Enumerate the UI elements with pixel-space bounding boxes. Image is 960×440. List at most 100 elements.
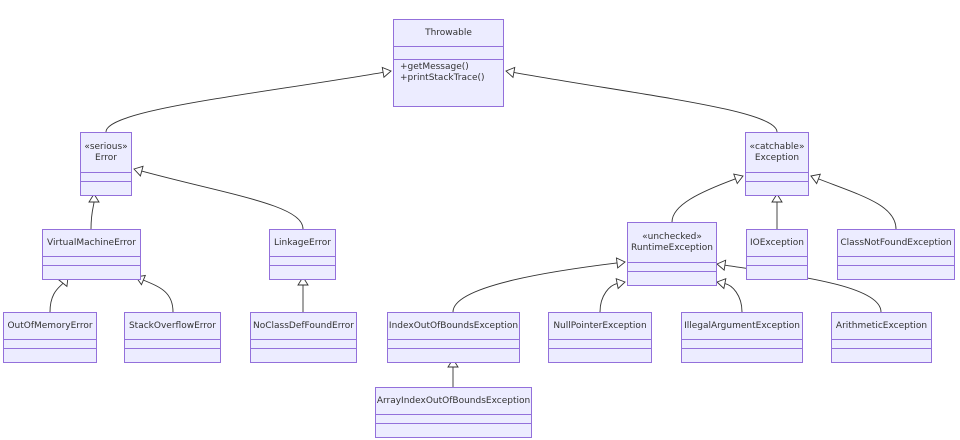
class-methods [270,266,335,279]
class-attributes [682,340,802,349]
edge-linkageerror-to-error [133,165,304,230]
class-virtualmachineerror[interactable]: VirtualMachineError [42,229,141,280]
inheritance-arrowhead [381,66,392,79]
class-name: IOException [749,237,805,248]
edge-line [724,283,743,313]
inheritance-arrowhead [615,257,626,269]
edge-line [599,283,618,313]
class-noclassdeffounderror[interactable]: NoClassDefFoundError [250,312,357,363]
edge-indexoutofboundsexception-to-runtimeexception [452,257,626,313]
class-name: RuntimeException [631,242,713,253]
class-attributes [628,263,716,272]
class-attributes [394,47,503,60]
class-stackoverflowerror[interactable]: StackOverflowError [124,312,221,363]
inheritance-arrowhead [716,277,727,290]
class-methods [376,424,531,437]
class-exception[interactable]: «catchable»Exception [745,132,809,196]
class-name: ArithmeticException [835,320,928,331]
class-name: Throwable [425,27,472,38]
class-attributes [747,257,807,266]
class-methods [628,272,716,285]
class-arithmeticexception[interactable]: ArithmeticException [831,312,932,363]
edge-line [818,178,897,230]
class-methods [746,182,808,195]
class-name: VirtualMachineError [46,237,137,248]
class-name: IllegalArgumentException [684,320,800,331]
class-name: ClassNotFoundException [840,237,952,248]
edge-arrayindexoutofboundsexception-to-indexoutofboundsexception [447,358,459,387]
class-error[interactable]: «serious»Error [80,132,132,196]
class-ioexception[interactable]: IOException [746,229,808,280]
inheritance-arrowhead [716,259,727,272]
class-name: ArrayIndexOutOfBoundsException [376,395,531,406]
class-name: NullPointerException [553,320,647,331]
class-methods [682,349,802,362]
class-attributes [549,340,651,349]
inheritance-arrowhead [505,66,516,79]
class-methods [838,266,954,279]
class-stereotype: «unchecked» [642,231,702,242]
class-attributes [125,340,220,349]
class-illegalargumentexception[interactable]: IllegalArgumentException [681,312,803,363]
edge-ioexception-to-exception [771,193,783,229]
class-outofmemoryerror[interactable]: OutOfMemoryError [3,312,97,363]
method-getmessage: +getMessage() [400,62,469,72]
class-name: Error [95,152,117,163]
inheritance-arrowhead [615,277,626,290]
edge-outofmemoryerror-to-virtualmachineerror [49,276,69,313]
edge-noclassdeffounderror-to-linkageerror [297,276,309,312]
class-methods: +getMessage() +printStackTrace() [394,60,503,106]
inheritance-arrowhead [88,193,100,203]
class-stereotype: «catchable» [749,141,805,152]
edge-stackoverflowerror-to-virtualmachineerror [135,274,174,313]
edge-runtimeexception-to-exception [671,173,744,223]
class-attributes [838,257,954,266]
edge-line [671,178,736,223]
edge-virtualmachineerror-to-error [88,193,100,230]
class-name: OutOfMemoryError [7,320,93,331]
class-attributes [388,340,519,349]
class-name: Exception [754,152,800,163]
class-throwable[interactable]: Throwable +getMessage() +printStackTrace… [393,19,504,107]
class-attributes [43,257,140,266]
inheritance-arrowhead [733,173,744,185]
class-attributes [376,415,531,424]
edge-line [105,71,384,133]
class-nullpointerexception[interactable]: NullPointerException [548,312,652,363]
edge-illegalargumentexception-to-runtimeexception [716,277,743,313]
class-classnotfoundexception[interactable]: ClassNotFoundException [837,229,955,280]
edge-line [49,282,64,313]
class-attributes [81,173,131,182]
edge-exception-to-throwable [505,66,778,133]
edge-line [143,279,174,313]
class-methods [549,349,651,362]
class-methods [81,182,131,195]
class-methods [832,349,931,362]
class-name: IndexOutOfBoundsException [388,320,519,331]
class-arrayindexoutofboundsexception[interactable]: ArrayIndexOutOfBoundsException [375,387,532,438]
class-methods [4,349,96,362]
class-attributes [832,340,931,349]
class-attributes [270,257,335,266]
class-stereotype: «serious» [84,141,128,152]
inheritance-arrowhead [771,193,783,203]
class-methods [251,349,356,362]
class-methods [43,266,140,279]
class-runtimeexception[interactable]: «unchecked»RuntimeException [627,222,717,286]
class-name: NoClassDefFoundError [253,320,354,331]
edge-error-to-throwable [105,66,392,133]
inheritance-arrowhead [447,358,459,368]
class-attributes [251,340,356,349]
inheritance-arrowhead [810,173,821,185]
inheritance-arrowhead [133,165,144,177]
class-linkageerror[interactable]: LinkageError [269,229,336,280]
edge-line [513,71,778,133]
class-indexoutofboundsexception[interactable]: IndexOutOfBoundsException [387,312,520,363]
edge-classnotfoundexception-to-exception [810,173,897,230]
class-methods [388,349,519,362]
class-name: LinkageError [274,237,331,248]
method-printstacktrace: +printStackTrace() [400,73,485,83]
edge-line [141,170,304,230]
edge-line [90,201,95,230]
